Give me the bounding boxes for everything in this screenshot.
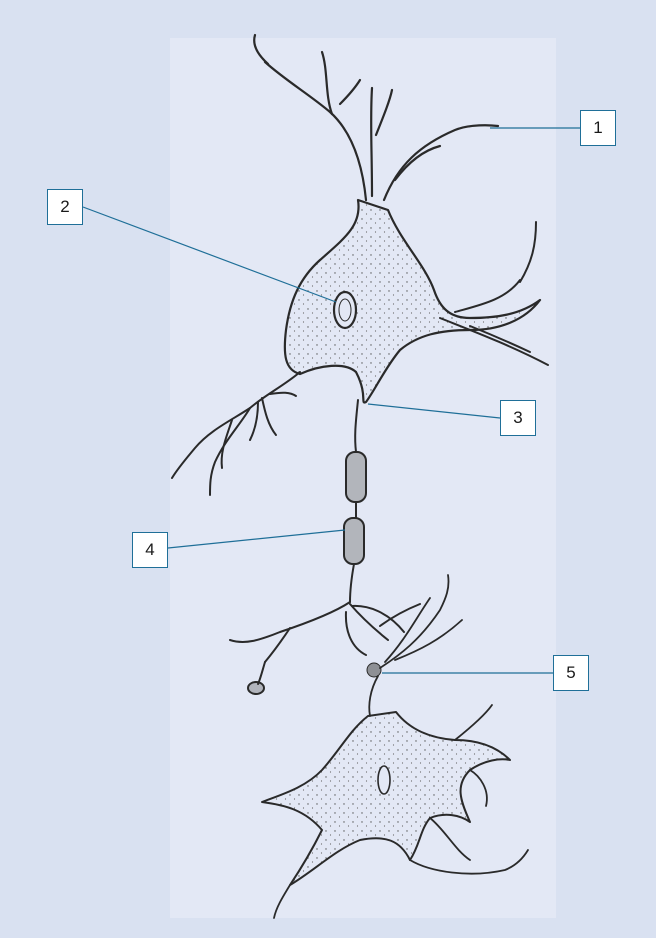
second-soma [262, 712, 510, 885]
second-neuron-dendrites [369, 575, 462, 716]
lower-left-dendrites [172, 372, 300, 495]
leader-line-2 [83, 207, 336, 302]
synaptic-bouton [367, 663, 381, 677]
myelin-segment [346, 452, 366, 502]
leader-line-3 [368, 404, 500, 418]
soma [285, 200, 540, 403]
label-3: 3 [500, 400, 536, 436]
axon-terminals [230, 602, 420, 694]
side-dendrites [440, 222, 548, 365]
nucleus [334, 292, 356, 328]
label-1: 1 [580, 110, 616, 146]
axon [344, 400, 366, 602]
upper-dendrites [254, 35, 498, 200]
leader-line-4 [168, 530, 345, 548]
label-5: 5 [553, 655, 589, 691]
label-4: 4 [132, 532, 168, 568]
label-2: 2 [47, 189, 83, 225]
